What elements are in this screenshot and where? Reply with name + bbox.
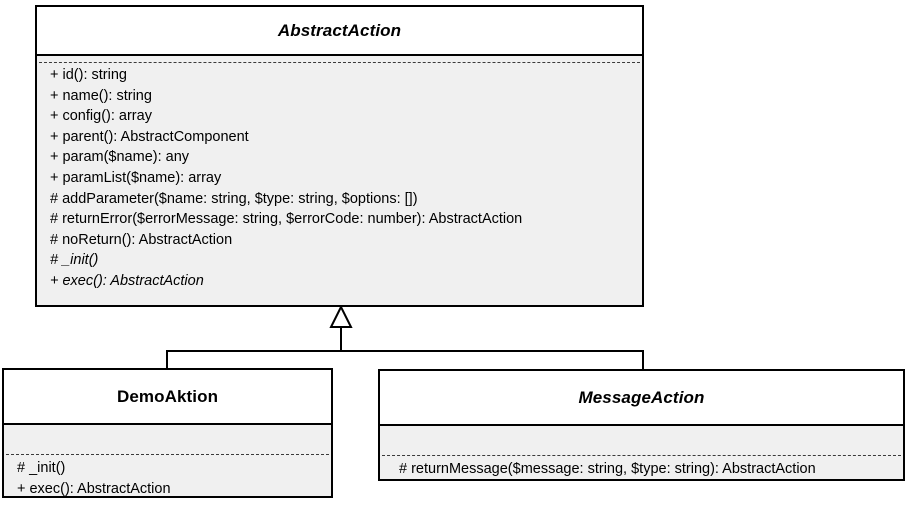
operation-item: # _init() (17, 460, 66, 476)
class-box-abstract-action[interactable]: AbstractAction + id(): string + name(): … (35, 5, 644, 307)
compartment-separator-abstract-action (39, 62, 640, 63)
attributes-compartment-demo-aktion (4, 425, 331, 454)
class-name-demo-aktion: DemoAktion (116, 386, 219, 406)
operation-item: # returnError($errorMessage: string, $er… (50, 211, 523, 228)
operation-item: + param($name): any (50, 149, 190, 166)
compartment-separator-demo-aktion (6, 454, 329, 455)
operation-item: # _init() (50, 252, 99, 269)
operation-item: # noReturn(): AbstractAction (50, 231, 233, 248)
operation-item: + parent(): AbstractComponent (50, 128, 249, 145)
operation-item: + exec(): AbstractAction (50, 272, 204, 289)
class-name-message-action: MessageAction (578, 387, 705, 407)
operation-item: # returnMessage($message: string, $type:… (399, 461, 816, 477)
operation-item: # addParameter($name: string, $type: str… (50, 190, 418, 207)
operation-item: + paramList($name): array (50, 169, 222, 186)
operation-item: + config(): array (50, 108, 152, 125)
class-name-abstract-action: AbstractAction (277, 20, 402, 40)
class-body-message-action: # returnMessage($message: string, $type:… (380, 426, 903, 479)
class-header-demo-aktion: DemoAktion (4, 370, 331, 425)
class-box-message-action[interactable]: MessageAction # returnMessage($message: … (378, 369, 905, 481)
class-header-abstract-action: AbstractAction (37, 7, 642, 56)
operations-compartment-abstract-action: + id(): string + name(): string + config… (37, 63, 642, 292)
inheritance-triangle-arrowhead (329, 304, 353, 328)
operation-item: + id(): string (50, 67, 127, 83)
operation-item: + exec(): AbstractAction (17, 480, 171, 496)
operation-item: + name(): string (50, 87, 152, 104)
class-header-message-action: MessageAction (380, 371, 903, 426)
operations-compartment-message-action: # returnMessage($message: string, $type:… (380, 456, 903, 479)
class-body-demo-aktion: # _init() + exec(): AbstractAction (4, 425, 331, 496)
operations-compartment-demo-aktion: # _init() + exec(): AbstractAction (4, 455, 331, 496)
compartment-separator-message-action (382, 455, 901, 456)
class-body-abstract-action: + id(): string + name(): string + config… (37, 56, 642, 305)
attributes-compartment-message-action (380, 426, 903, 455)
class-box-demo-aktion[interactable]: DemoAktion # _init() + exec(): AbstractA… (2, 368, 333, 498)
